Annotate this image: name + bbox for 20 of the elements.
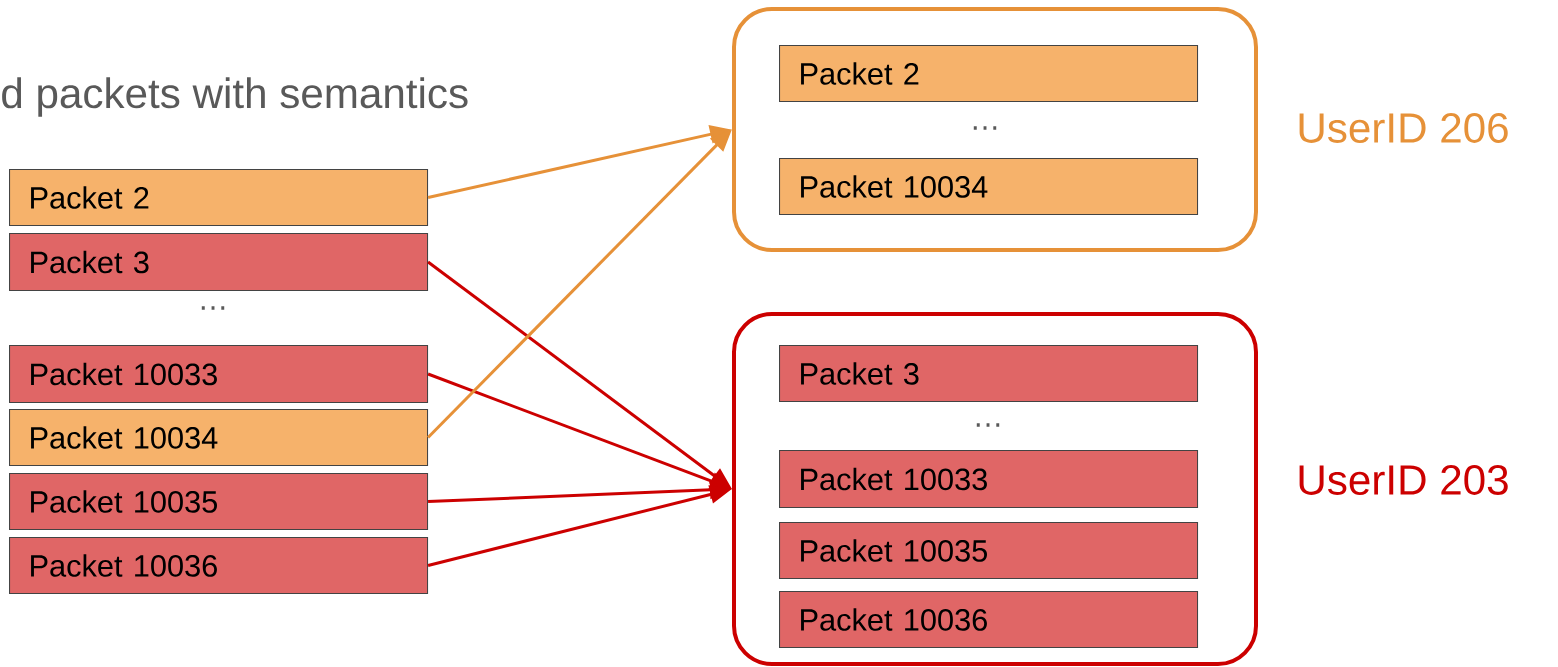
group-box bbox=[732, 7, 1258, 252]
ellipsis: … bbox=[976, 423, 1000, 427]
packet-box: Packet 10035 bbox=[9, 473, 429, 531]
packet-box: Packet 10035 bbox=[779, 522, 1199, 580]
user-label: UserID 203 bbox=[1299, 465, 1508, 495]
ellipsis: … bbox=[201, 306, 225, 310]
group-box bbox=[732, 312, 1258, 666]
heading-text: d packets with semantics bbox=[2, 77, 468, 117]
packet-box: Packet 3 bbox=[9, 233, 429, 292]
user-label: UserID 206 bbox=[1299, 113, 1508, 143]
packet-box: Packet 2 bbox=[9, 169, 429, 227]
packet-box: Packet 10036 bbox=[779, 591, 1199, 649]
packet-box: Packet 10036 bbox=[9, 537, 429, 595]
packet-box: Packet 10033 bbox=[9, 345, 429, 404]
packet-box: Packet 10034 bbox=[779, 158, 1199, 216]
packet-box: Packet 10034 bbox=[9, 409, 429, 467]
ellipsis: … bbox=[973, 126, 997, 130]
packet-box: Packet 3 bbox=[779, 345, 1199, 403]
packet-box: Packet 10033 bbox=[779, 450, 1199, 509]
packet-box: Packet 2 bbox=[779, 45, 1199, 103]
